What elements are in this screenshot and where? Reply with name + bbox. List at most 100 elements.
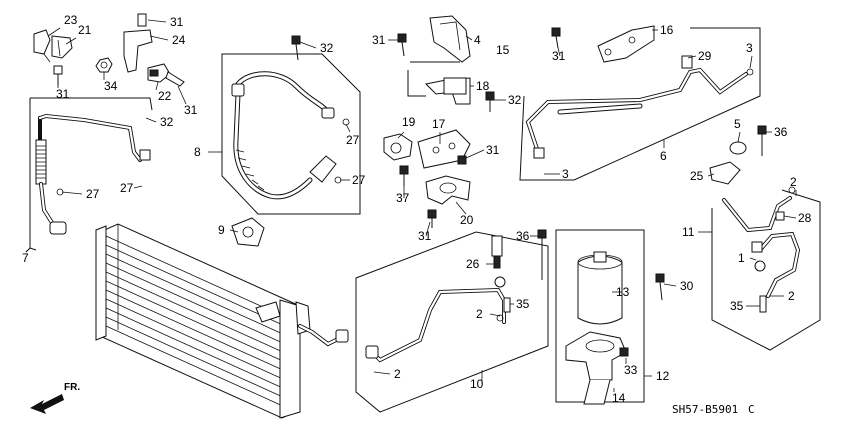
leader-n1 bbox=[749, 257, 757, 261]
condenser-fin bbox=[105, 271, 297, 359]
callout-n34: 34 bbox=[104, 79, 118, 93]
bolt-32c bbox=[485, 91, 495, 112]
callout-n27d: 27 bbox=[352, 173, 366, 187]
condenser-fin bbox=[105, 262, 297, 350]
pipe-assembly-7 bbox=[35, 113, 151, 235]
leader-n22 bbox=[155, 81, 159, 91]
condenser-fin bbox=[105, 280, 297, 368]
callout-n27c: 27 bbox=[346, 133, 360, 147]
callout-n20: 20 bbox=[460, 213, 474, 227]
leader-n19 bbox=[397, 131, 405, 139]
callout-n22: 22 bbox=[158, 89, 172, 103]
leader-n27b bbox=[133, 185, 143, 189]
callout-n23: 23 bbox=[64, 13, 78, 27]
leader-n31b bbox=[147, 19, 167, 23]
callout-n25: 25 bbox=[690, 169, 704, 183]
callout-n27a: 27 bbox=[86, 187, 100, 201]
callout-n31c: 31 bbox=[184, 103, 198, 117]
callout-n10: 10 bbox=[470, 377, 484, 391]
callout-n31g: 31 bbox=[552, 49, 566, 63]
leader-n2d bbox=[373, 371, 391, 375]
callout-n35b: 35 bbox=[516, 297, 530, 311]
callout-n7: 7 bbox=[22, 251, 29, 265]
callout-n6: 6 bbox=[660, 149, 667, 163]
callout-n11: 11 bbox=[682, 225, 695, 239]
callout-n36b: 36 bbox=[516, 229, 530, 243]
bolt-31e bbox=[457, 155, 467, 165]
o-ring-5 bbox=[729, 141, 747, 155]
callout-n31f: 31 bbox=[418, 229, 432, 243]
bracket-4-18 bbox=[407, 15, 471, 105]
callout-n8: 8 bbox=[194, 145, 201, 159]
leader-n30 bbox=[663, 283, 677, 287]
leader-n4 bbox=[465, 35, 473, 41]
callout-n31e: 31 bbox=[486, 143, 500, 157]
callout-n3b: 3 bbox=[562, 167, 569, 181]
frame-11 bbox=[711, 189, 821, 351]
callout-n26: 26 bbox=[466, 257, 480, 271]
clamp-19 bbox=[383, 133, 413, 161]
callout-n31d: 31 bbox=[372, 33, 386, 47]
callout-n30: 30 bbox=[680, 279, 694, 293]
frame-6 bbox=[519, 27, 761, 181]
clamp-25 bbox=[709, 161, 741, 185]
clamp-23-21 bbox=[33, 29, 73, 63]
leader-n31g bbox=[557, 47, 561, 57]
front-direction-arrow bbox=[30, 394, 64, 414]
pipe-assembly-10 bbox=[365, 235, 511, 363]
leader-n25 bbox=[707, 173, 715, 177]
callout-n35a: 35 bbox=[730, 299, 744, 313]
condenser-fin bbox=[105, 298, 297, 386]
leader-n24 bbox=[149, 35, 169, 41]
frame-10 bbox=[355, 231, 549, 413]
callout-n32a: 32 bbox=[160, 115, 174, 129]
clip-22 bbox=[147, 63, 185, 87]
fr-label: FR. bbox=[64, 382, 80, 393]
callout-n12: 12 bbox=[656, 369, 670, 383]
callout-n1: 1 bbox=[738, 251, 745, 265]
callout-n15: 15 bbox=[496, 43, 510, 57]
receiver-bracket-14 bbox=[565, 331, 629, 405]
leader-n3a bbox=[749, 55, 753, 69]
callout-n13: 13 bbox=[616, 285, 630, 299]
leader-n28 bbox=[783, 215, 797, 219]
callout-n2a: 2 bbox=[790, 175, 797, 189]
callout-n2c: 2 bbox=[476, 307, 483, 321]
callout-n5: 5 bbox=[734, 117, 741, 131]
callout-n21: 21 bbox=[78, 23, 92, 37]
leader-n29 bbox=[687, 55, 697, 59]
bolt-36a bbox=[757, 125, 767, 156]
leader-n31c bbox=[177, 85, 187, 105]
callout-n2d: 2 bbox=[394, 367, 401, 381]
condenser-fin bbox=[105, 307, 297, 395]
leader-n31f bbox=[425, 221, 431, 237]
nut-34 bbox=[95, 57, 113, 73]
diagram-code: SH57-B5901 bbox=[672, 403, 738, 416]
leader-n5 bbox=[737, 131, 741, 143]
leader-n7 bbox=[25, 247, 31, 253]
frame-12 bbox=[555, 229, 645, 403]
callout-n4: 4 bbox=[474, 33, 481, 47]
bolt-32a bbox=[291, 35, 301, 61]
leader-n32a bbox=[145, 117, 157, 123]
condenser-fin bbox=[105, 325, 297, 413]
bolt-31d bbox=[397, 33, 407, 57]
clamp-20 bbox=[425, 175, 471, 205]
callout-n9: 9 bbox=[218, 223, 225, 237]
leader-n23 bbox=[47, 27, 61, 37]
diagram-code-suffix: C bbox=[748, 403, 755, 416]
leader-n31e bbox=[465, 149, 485, 159]
pipe-assembly-6 bbox=[525, 55, 754, 159]
leader-n27a bbox=[61, 191, 83, 195]
frame-8 bbox=[221, 53, 361, 215]
bolt-30 bbox=[655, 273, 665, 301]
callout-n31a: 31 bbox=[56, 87, 70, 101]
pipe-assembly-11 bbox=[722, 186, 801, 313]
callout-n19: 19 bbox=[402, 115, 416, 129]
callout-n33: 33 bbox=[624, 363, 638, 377]
condenser-fin bbox=[105, 289, 297, 377]
bolt-37 bbox=[399, 165, 409, 186]
bracket-24 bbox=[123, 13, 153, 73]
